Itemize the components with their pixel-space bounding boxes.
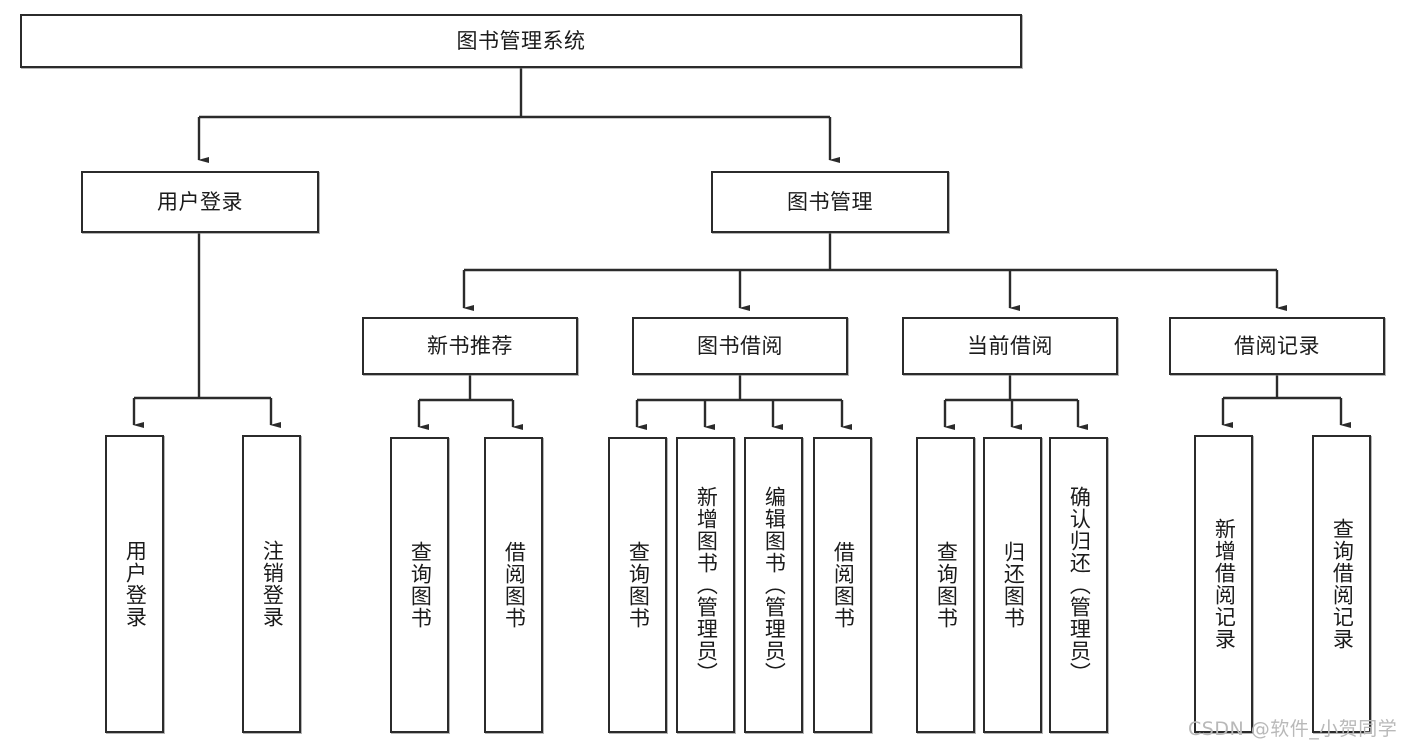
leaf-borrow-borrow-book[interactable]: 借阅图书 [813, 437, 872, 733]
node-new-book-recommend[interactable]: 新书推荐 [362, 317, 578, 375]
node-borrow-record-label: 借阅记录 [1234, 333, 1320, 358]
leaf-label: 借阅图书 [502, 541, 527, 629]
node-borrow-record[interactable]: 借阅记录 [1169, 317, 1385, 375]
node-user-login[interactable]: 用户登录 [81, 171, 319, 233]
leaf-borrow-edit-book[interactable]: 编辑图书（管理员） [744, 437, 803, 733]
leaf-user-login-login[interactable]: 用户登录 [105, 435, 164, 733]
node-current-borrow-label: 当前借阅 [967, 333, 1053, 358]
leaf-record-add-record[interactable]: 新增借阅记录 [1194, 435, 1253, 733]
leaf-current-query-book[interactable]: 查询图书 [916, 437, 975, 733]
leaf-label: 归还图书 [1001, 541, 1026, 629]
node-book-borrow[interactable]: 图书借阅 [632, 317, 848, 375]
leaf-label: 编辑图书（管理员） [762, 486, 787, 684]
node-user-login-label: 用户登录 [157, 189, 243, 214]
leaf-current-return-book[interactable]: 归还图书 [983, 437, 1042, 733]
leaf-label: 新增图书（管理员） [694, 486, 719, 684]
node-root-label: 图书管理系统 [456, 28, 586, 53]
csdn-watermark: CSDN @软件_小贺同学 [1188, 718, 1398, 740]
leaf-current-confirm-return[interactable]: 确认归还（管理员） [1049, 437, 1108, 733]
leaf-recommend-borrow-book[interactable]: 借阅图书 [484, 437, 543, 733]
leaf-label: 查询借阅记录 [1330, 518, 1355, 650]
leaf-borrow-query-book[interactable]: 查询图书 [608, 437, 667, 733]
node-book-management[interactable]: 图书管理 [711, 171, 949, 233]
leaf-label: 新增借阅记录 [1212, 518, 1237, 650]
leaf-label: 用户登录 [123, 540, 148, 628]
leaf-user-login-logout[interactable]: 注销登录 [242, 435, 301, 733]
node-root[interactable]: 图书管理系统 [20, 14, 1022, 68]
node-book-borrow-label: 图书借阅 [697, 333, 783, 358]
leaf-label: 查询图书 [626, 541, 651, 629]
node-new-book-recommend-label: 新书推荐 [427, 333, 513, 358]
leaf-label: 查询图书 [934, 541, 959, 629]
leaf-borrow-add-book[interactable]: 新增图书（管理员） [676, 437, 735, 733]
leaf-record-query-record[interactable]: 查询借阅记录 [1312, 435, 1371, 733]
leaf-label: 注销登录 [260, 540, 285, 628]
leaf-recommend-query-book[interactable]: 查询图书 [390, 437, 449, 733]
leaf-label: 确认归还（管理员） [1067, 486, 1092, 684]
node-book-management-label: 图书管理 [787, 189, 873, 214]
node-current-borrow[interactable]: 当前借阅 [902, 317, 1118, 375]
leaf-label: 查询图书 [408, 541, 433, 629]
leaf-label: 借阅图书 [831, 541, 856, 629]
